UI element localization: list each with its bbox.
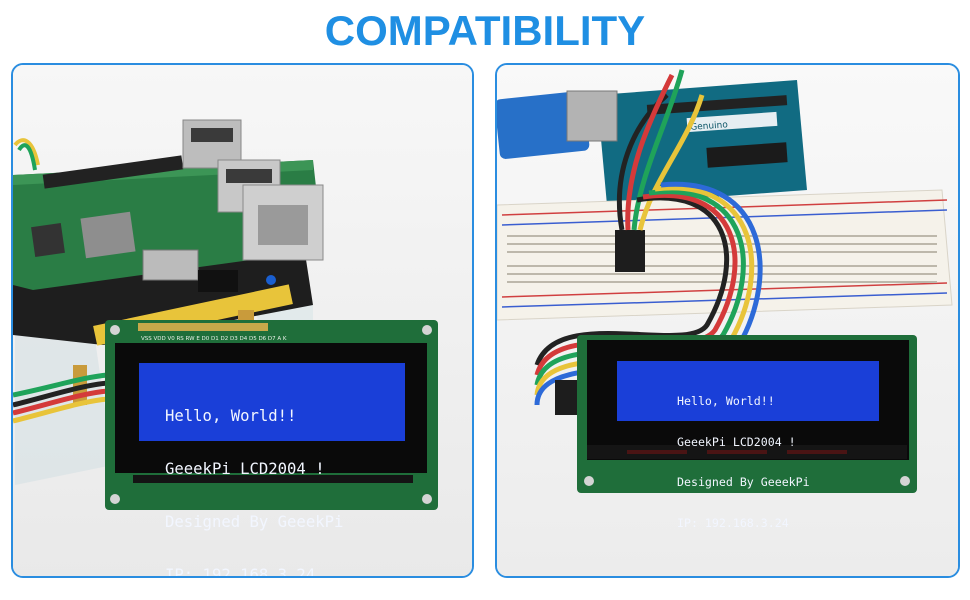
usb-cable	[497, 91, 590, 159]
raspberry-pi-photo-panel: VSS VDD V0 RS RW E D0 D1 D2 D3 D4 D5 D6 …	[11, 63, 474, 578]
wire-red	[625, 73, 675, 231]
wire-green	[13, 372, 109, 398]
arduino-photo-panel: Genuino	[495, 63, 960, 578]
raspberry-pi-scene: VSS VDD V0 RS RW E D0 D1 D2 D3 D4 D5 D6 …	[13, 65, 472, 576]
lcd-screen	[139, 363, 405, 441]
wire-green	[631, 69, 685, 231]
lcd-line-4: IP: 192.168.3.24	[165, 565, 316, 578]
wire-yellow	[13, 396, 109, 424]
lcd-display-text: Hello, World!! GeeekPi LCD2004 ! Designe…	[165, 372, 344, 578]
lcd-line-2: GeeekPi LCD2004 !	[165, 459, 325, 478]
blue-button	[266, 275, 276, 285]
dupont-connector	[615, 230, 645, 272]
soc-chip	[80, 211, 136, 259]
lcd-line-4: IP: 192.168.3.24	[677, 515, 789, 530]
atmega-chip	[706, 142, 788, 168]
lcd-line-3: Designed By GeeekPi	[165, 512, 344, 531]
lcd-pin-labels: VSS VDD V0 RS RW E D0 D1 D2 D3 D4 D5 D6 …	[141, 336, 287, 342]
hdmi-port	[142, 249, 199, 281]
wire-red	[13, 388, 109, 416]
usb-b-port	[566, 90, 618, 142]
wire-black	[13, 380, 109, 408]
lcd-line-3: Designed By GeeekPi	[677, 475, 810, 490]
lcd-display-text: Hello, World!! GeeekPi LCD2004 ! Designe…	[677, 367, 810, 557]
page-title: COMPATIBILITY	[324, 7, 646, 54]
wire-yellow	[637, 94, 705, 231]
arduino-board-label: Genuino	[690, 120, 729, 133]
arduino-scene: Genuino	[497, 65, 958, 576]
lcd-screen	[617, 361, 879, 421]
lcd-line-1: Hello, World!!	[677, 394, 775, 408]
lcd-line-2: GeeekPi LCD2004 !	[677, 434, 796, 449]
lcd-line-1: Hello, World!!	[165, 407, 297, 425]
lcd-pin-header	[138, 323, 268, 331]
gpio-header	[42, 155, 184, 189]
